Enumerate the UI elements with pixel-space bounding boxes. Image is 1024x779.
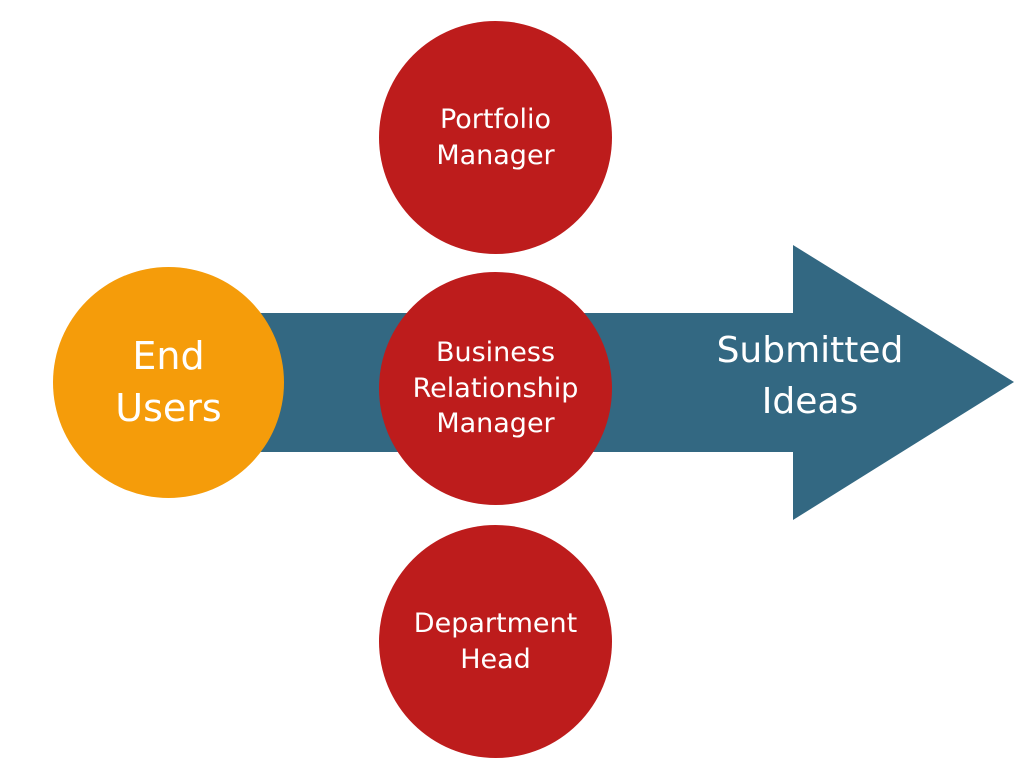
business-relationship-manager-circle: Business Relationship Manager [379,272,612,505]
submitted-ideas-line2: Ideas [761,381,859,423]
department-head-label-line1: Department [413,607,578,639]
brm-label-line2: Relationship [412,372,579,404]
department-head-label-line2: Head [460,643,531,675]
end-users-circle: End Users [53,267,284,498]
portfolio-manager-label-line1: Portfolio [439,103,552,135]
end-users-label-line2: Users [115,385,222,430]
department-head-circle: Department Head [379,525,612,758]
portfolio-manager-label-line2: Manager [436,139,555,171]
end-users-label-line1: End [132,334,205,379]
brm-label-line1: Business [435,337,556,369]
submitted-ideas-label: Submitted Ideas [690,325,930,427]
submitted-ideas-line1: Submitted [716,330,904,371]
brm-label-line3: Manager [436,408,555,440]
portfolio-manager-circle: Portfolio Manager [379,21,612,254]
